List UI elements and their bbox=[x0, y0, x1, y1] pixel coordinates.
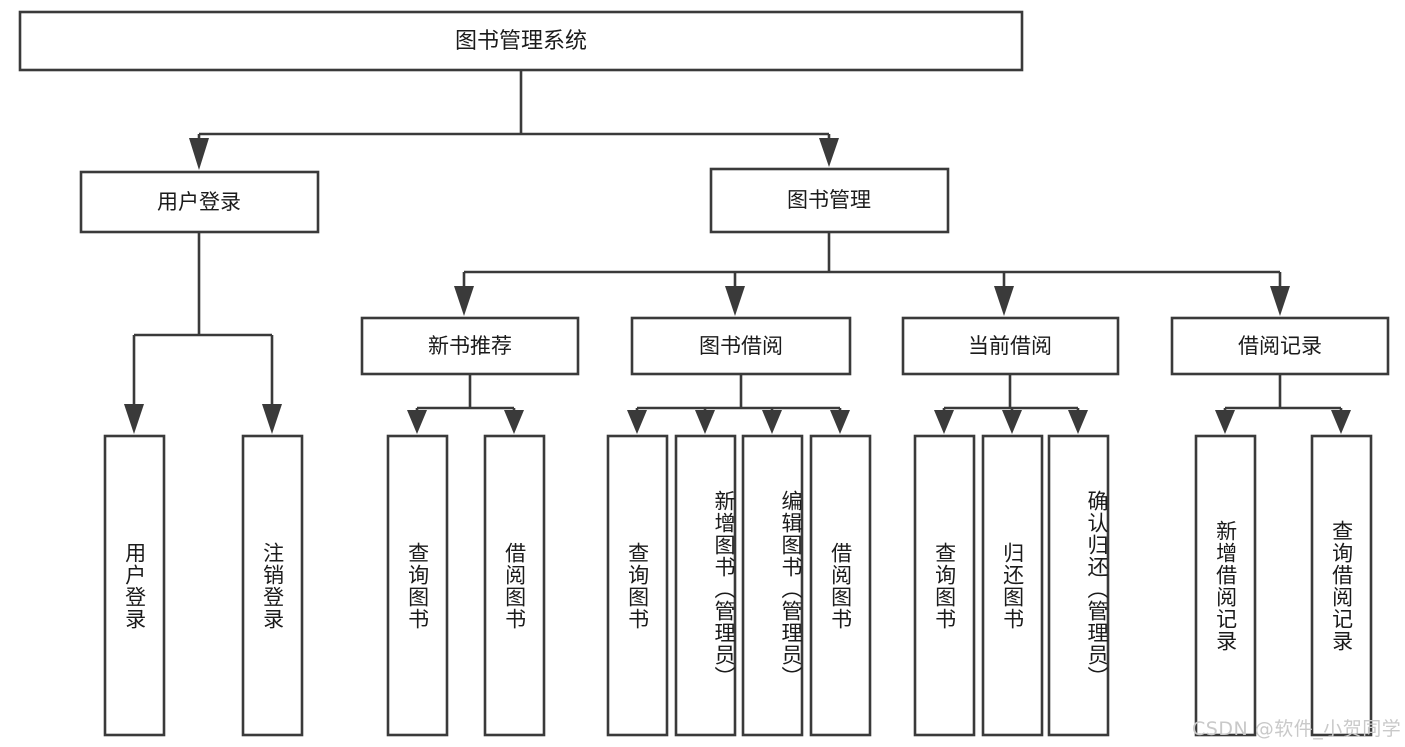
node-new-book-recommend[interactable]: 新书推荐 bbox=[360, 316, 580, 376]
node-current-borrow[interactable]: 当前借阅 bbox=[901, 316, 1120, 376]
node-user-login[interactable]: 用户登录 bbox=[79, 170, 320, 234]
csdn-watermark: CSDN @软件_小贺同学 bbox=[1192, 718, 1402, 740]
connector-book-borrow-to-leaves bbox=[627, 374, 850, 434]
leaf-box-query-borrow-record[interactable] bbox=[1310, 434, 1373, 737]
leaf-box-add-borrow-record[interactable] bbox=[1194, 434, 1257, 737]
leaf-box-logout[interactable] bbox=[241, 434, 304, 737]
node-book-borrow[interactable]: 图书借阅 bbox=[630, 316, 852, 376]
leaf-box-user-login[interactable] bbox=[103, 434, 166, 737]
connector-new-book-recommend-to-leaves bbox=[407, 374, 524, 434]
node-current-borrow-box bbox=[901, 316, 1120, 376]
arrow-head-user-login bbox=[189, 138, 209, 170]
node-book-management[interactable]: 图书管理 bbox=[709, 167, 950, 234]
arrow-head-cb-leaf-3 bbox=[1068, 410, 1088, 434]
node-borrow-record[interactable]: 借阅记录 bbox=[1170, 316, 1390, 376]
arrow-head-nbr-leaf-1 bbox=[407, 410, 427, 434]
leaf-box-borrow-book-bb[interactable] bbox=[809, 434, 872, 737]
arrow-head-bb-leaf-4 bbox=[830, 410, 850, 434]
connector-book-mgmt-to-level3 bbox=[454, 232, 1290, 316]
node-title-box bbox=[18, 10, 1024, 72]
leaf-box-edit-book-admin[interactable] bbox=[741, 434, 804, 737]
node-book-management-label: 图书管理 bbox=[787, 188, 871, 212]
arrow-head-nbr-leaf-2 bbox=[504, 410, 524, 434]
leaf-box-query-book-nbr[interactable] bbox=[386, 434, 449, 737]
arrow-head-leaf-user-login bbox=[124, 404, 144, 434]
arrow-head-bb-leaf-3 bbox=[762, 410, 782, 434]
leaf-box-add-book-admin[interactable] bbox=[674, 434, 737, 737]
arrow-head-book-mgmt bbox=[819, 138, 839, 167]
leaf-box-confirm-return-admin[interactable] bbox=[1047, 434, 1110, 737]
arrow-head-cb-leaf-1 bbox=[934, 410, 954, 434]
connector-user-login-to-leaves bbox=[124, 232, 282, 434]
node-book-management-box bbox=[709, 167, 950, 234]
connector-title-to-level2 bbox=[189, 70, 839, 170]
leaf-box-query-book-cb[interactable] bbox=[913, 434, 976, 737]
arrow-head-new-book-rec bbox=[454, 286, 474, 316]
arrow-head-bb-leaf-1 bbox=[627, 410, 647, 434]
arrow-head-cb-leaf-2 bbox=[1002, 410, 1022, 434]
node-book-borrow-box bbox=[630, 316, 852, 376]
leaf-box-query-book-bb[interactable] bbox=[606, 434, 669, 737]
arrow-head-br-leaf-2 bbox=[1331, 410, 1351, 434]
node-title-label: 图书管理系统 bbox=[455, 29, 587, 54]
arrow-head-current-borrow bbox=[994, 286, 1014, 316]
node-borrow-record-box bbox=[1170, 316, 1390, 376]
node-book-borrow-label: 图书借阅 bbox=[699, 334, 783, 358]
node-borrow-record-label: 借阅记录 bbox=[1238, 334, 1322, 358]
arrow-head-leaf-logout bbox=[262, 404, 282, 434]
connector-current-borrow-to-leaves bbox=[934, 374, 1088, 434]
arrow-head-bb-leaf-2 bbox=[695, 410, 715, 434]
leaf-box-return-book[interactable] bbox=[981, 434, 1044, 737]
arrow-head-borrow-record bbox=[1270, 286, 1290, 316]
node-new-book-recommend-label: 新书推荐 bbox=[428, 334, 512, 358]
arrow-head-book-borrow bbox=[725, 286, 745, 316]
node-user-login-label: 用户登录 bbox=[157, 190, 241, 214]
arrow-head-br-leaf-1 bbox=[1215, 410, 1235, 434]
leaf-boxes bbox=[103, 434, 1373, 737]
leaf-box-borrow-book-nbr[interactable] bbox=[483, 434, 546, 737]
connector-borrow-record-to-leaves bbox=[1215, 374, 1351, 434]
node-current-borrow-label: 当前借阅 bbox=[968, 334, 1052, 358]
node-title[interactable]: 图书管理系统 bbox=[18, 10, 1024, 72]
node-new-book-recommend-box bbox=[360, 316, 580, 376]
